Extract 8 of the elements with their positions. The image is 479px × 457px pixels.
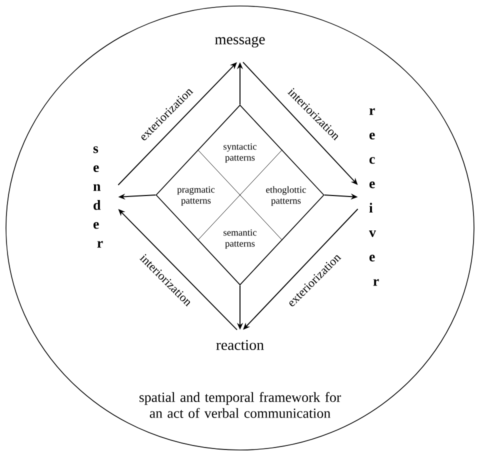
vertical-word: sender: [93, 146, 103, 248]
word-label: message: [215, 36, 265, 48]
quadrant-label: syntactic patterns: [224, 143, 257, 163]
quadrant-label: ethoglottic patterns: [266, 186, 306, 206]
word-label: reaction: [216, 340, 264, 350]
quadrant-label: pragmatic patterns: [177, 186, 215, 206]
quadrant-label: semantic patterns: [224, 229, 257, 249]
vertical-word: receiver: [369, 108, 379, 286]
